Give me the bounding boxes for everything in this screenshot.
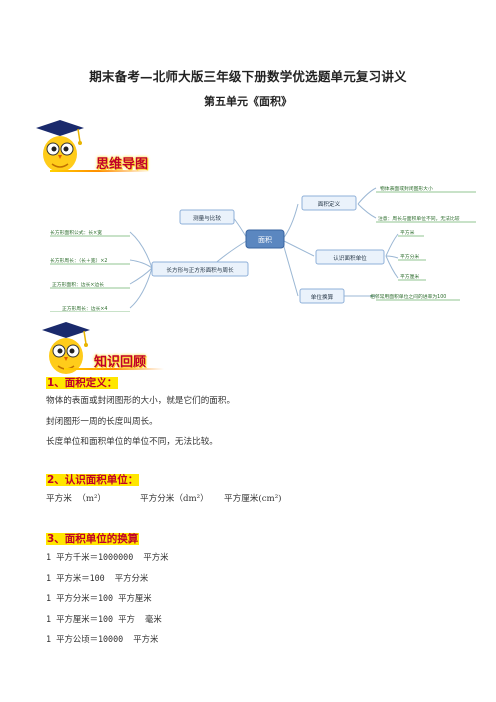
- owl-mascot-icon: [36, 120, 84, 172]
- decorative-band: [50, 170, 150, 172]
- unit-item: 平方米 （m²）: [46, 494, 107, 504]
- mindmap-branch-4: 长方形与正方形面积与周长: [166, 266, 234, 274]
- mindmap-leaf: 正方形周长：边长×4: [62, 305, 107, 312]
- mindmap-branch-3: 测量与比较: [193, 214, 221, 222]
- mindmap-leaf: 长方形周长：（长＋宽）×2: [50, 257, 107, 264]
- conversion-line: 1 平方千米＝1000000 平方米: [46, 552, 169, 562]
- definition-line: 物体的表面或封闭图形的大小，就是它们的面积。: [46, 396, 236, 406]
- section-mindmap-label: 思维导图: [96, 157, 149, 172]
- unit-item: 平方分米（dm²）: [140, 494, 209, 504]
- conversion-line: 1 平方厘米＝100 平方 毫米: [46, 614, 162, 624]
- mind-map: 面积 面积定义 认识面积单位 单位换算 测量与比较 长方形与正方形面积与周长 物…: [50, 185, 476, 312]
- unit-item: 平方厘米(cm²): [224, 494, 282, 504]
- document-title: 期末备考—北师大版三年级下册数学优选题单元复习讲义: [89, 69, 407, 84]
- section-heading-units: 2、认识面积单位：: [46, 474, 140, 486]
- document-subtitle: 第五单元《面积》: [204, 95, 292, 108]
- mindmap-leaf: 物体表面或封闭图形大小: [380, 185, 433, 192]
- section-heading-definition: 1、面积定义：: [46, 377, 119, 389]
- definition-line: 长度单位和面积单位的单位不同，无法比较。: [46, 437, 218, 447]
- mindmap-leaf: 注意：周长与面积单位不同，无法比较: [378, 215, 460, 222]
- mindmap-leaf: 平方厘米: [400, 273, 419, 280]
- mindmap-branch-1: 认识面积单位: [333, 254, 367, 262]
- decorative-band: [64, 368, 164, 370]
- section-review-label: 知识回顾: [94, 355, 147, 370]
- owl-mascot-icon: [42, 322, 90, 374]
- mindmap-center: 面积: [258, 235, 272, 244]
- mindmap-leaf: 相邻常用面积单位之间的进率为100: [370, 293, 446, 300]
- mindmap-branch-2: 单位换算: [311, 293, 334, 301]
- conversion-line: 1 平方公顷＝10000 平方米: [46, 634, 159, 644]
- mindmap-leaf: 平方米: [400, 229, 415, 236]
- conversion-line: 1 平方分米＝100 平方厘米: [46, 593, 152, 603]
- conversion-line: 1 平方米＝100 平方分米: [46, 573, 149, 583]
- mindmap-leaf: 正方形面积：边长×边长: [52, 281, 104, 288]
- mindmap-branch-0: 面积定义: [318, 200, 341, 208]
- definition-line: 封闭图形一周的长度叫周长。: [46, 417, 158, 427]
- mindmap-leaf: 平方分米: [400, 253, 419, 260]
- mindmap-leaf: 长方形面积公式：长×宽: [50, 229, 102, 236]
- section-heading-conversion: 3、面积单位的换算: [46, 533, 140, 545]
